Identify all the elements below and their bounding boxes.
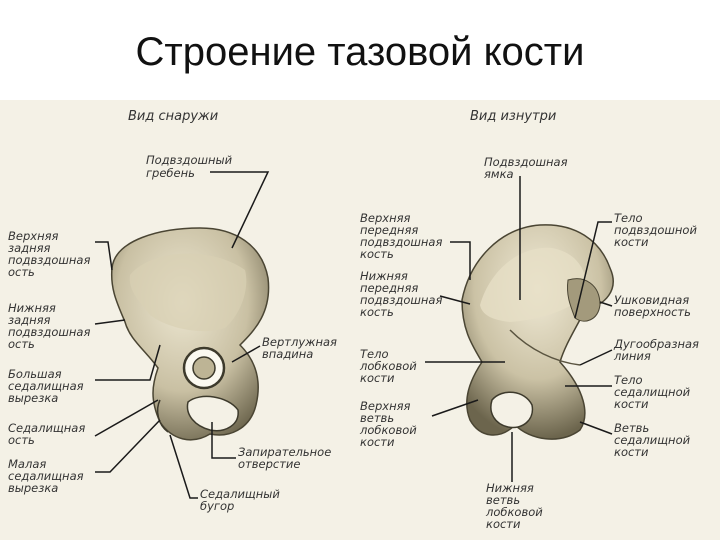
inner-bone-drawing — [461, 224, 614, 440]
page-title: Строение тазовой кости — [135, 30, 585, 74]
outer-bone-drawing — [110, 227, 270, 441]
inner-view-heading: Вид изнутри — [470, 109, 556, 124]
outer-view-heading: Вид снаружи — [128, 109, 218, 124]
